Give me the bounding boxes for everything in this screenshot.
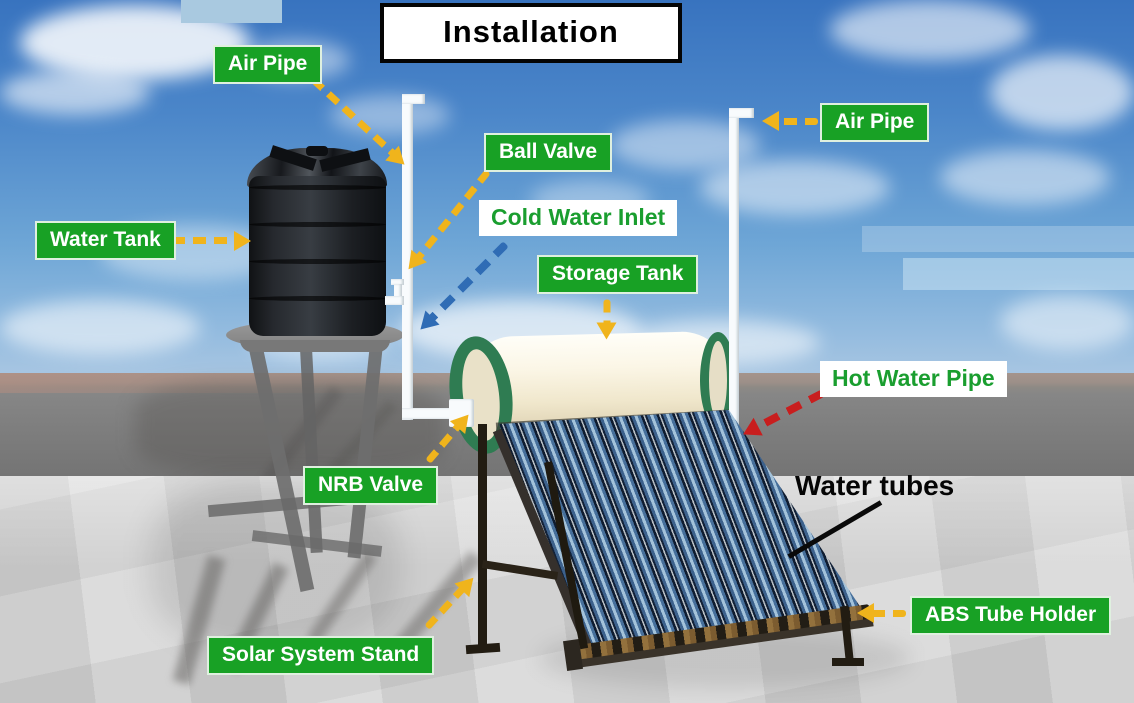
cold-water-pipe-horizontal [402,408,458,419]
water-tank-body [249,176,386,336]
wall-shadow [135,382,445,474]
cloud [0,300,200,355]
cloud [1000,295,1134,350]
label-cold-water-inlet: Cold Water Inlet [479,200,678,237]
nrb-valve-fitting [449,399,474,427]
label-ball-valve: Ball Valve [484,133,613,173]
stool-seat-rim [240,340,390,352]
cloud [0,70,150,115]
sky-patch-artifact [862,226,1134,252]
air-pipe-right-top [729,108,754,118]
water-tank-rib [249,222,386,227]
air-pipe-left-top [402,94,425,104]
sky-patch-artifact [181,0,282,23]
water-tank-rib [249,259,386,264]
sky-patch-artifact [903,258,1134,290]
air-pipe-left-vertical [402,94,413,420]
stand-leg-front [478,424,487,652]
label-solar-system-stand: Solar System Stand [207,636,435,676]
storage-tank-arrow [597,299,617,340]
label-storage-tank: Storage Tank [537,255,699,295]
page-title: Installation [380,3,682,63]
ball-valve-knob [391,279,404,285]
wall-top-trim [0,373,450,393]
label-water-tubes: Water tubes [795,470,955,501]
water-tank-rib [249,185,386,190]
label-abs-tube-holder: ABS Tube Holder [910,596,1112,636]
cloud [990,55,1134,130]
label-water-tank: Water Tank [35,221,176,261]
stand-foot-right [832,658,864,666]
water-tank-rib [249,296,386,301]
water-tank-cap [306,146,328,156]
abs-tube-holder-arrow [857,603,906,624]
ball-valve-body [385,296,404,305]
label-nrb-valve: NRB Valve [303,466,439,506]
label-hot-water-pipe: Hot Water Pipe [820,361,1007,398]
label-air-pipe-left: Air Pipe [213,45,323,85]
water-tank-arrow [172,230,251,251]
label-air-pipe-right: Air Pipe [820,103,930,143]
cloud [830,0,1030,60]
ball-valve-stem [394,284,402,298]
air-pipe-right-vertical [729,108,739,440]
air-pipe-right-arrow [762,111,818,132]
cloud [940,150,1110,205]
